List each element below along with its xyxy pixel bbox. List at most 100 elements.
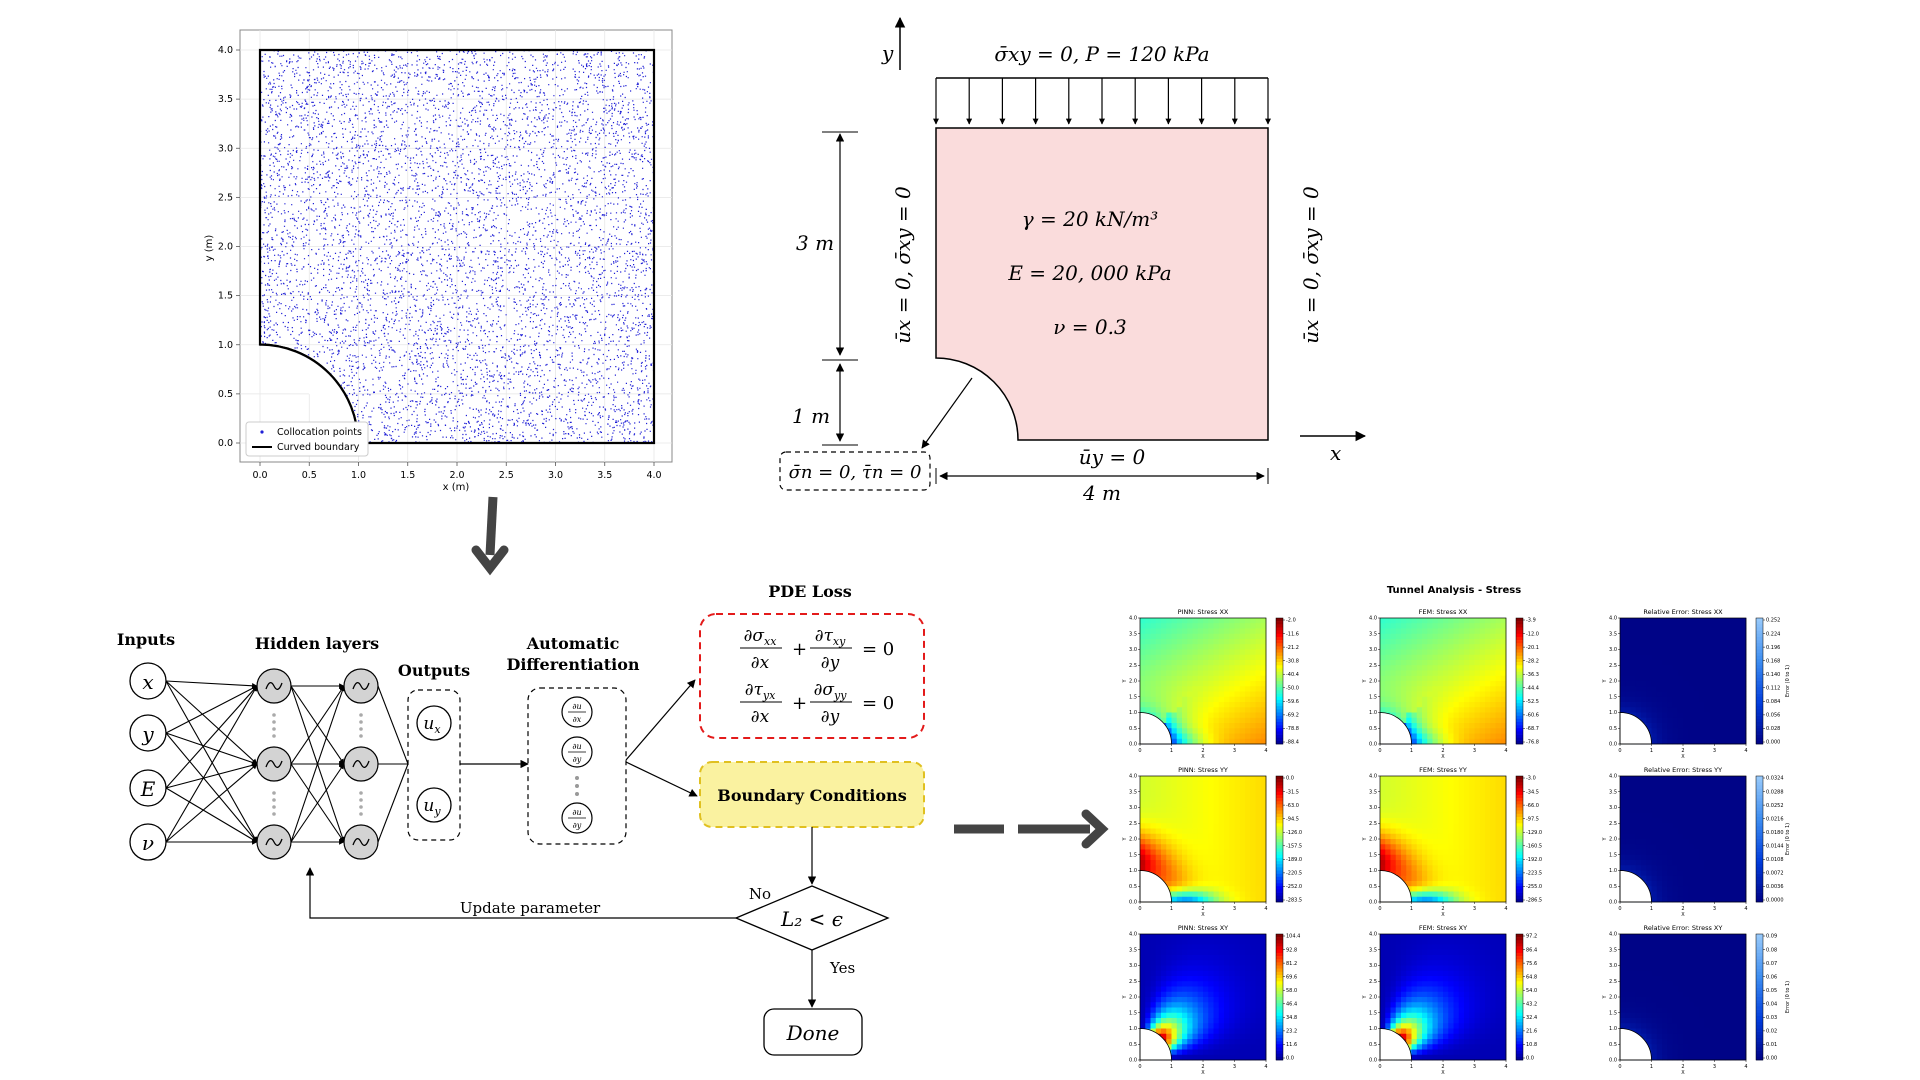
heatmap-cell [1432, 791, 1439, 798]
heatmap-cell [1239, 965, 1246, 972]
legend-collocation: Collocation points [277, 427, 362, 438]
heatmap-cell [1630, 854, 1637, 861]
heatmap-cell [1255, 649, 1262, 656]
heatmap-cell [1224, 1039, 1230, 1045]
heatmap-cell [1218, 991, 1225, 998]
heatmap-cell [1203, 1049, 1209, 1056]
input-label-y: y [141, 722, 154, 746]
colorbar-step [1276, 655, 1283, 660]
heatmap-cell [1427, 896, 1433, 903]
heatmap-cell [1677, 654, 1684, 661]
heatmap-cell [1395, 712, 1402, 719]
colorbar-step [1516, 658, 1523, 663]
heatmap-cell [1474, 844, 1481, 850]
heatmap-cell [1197, 833, 1204, 840]
heatmap-cell [1677, 854, 1684, 861]
eq1-num-b-sub: xy [833, 635, 846, 648]
heatmap-cell [1401, 691, 1407, 698]
colorbar-step [1276, 971, 1283, 976]
heatmap-cell [1380, 949, 1386, 956]
heatmap-cell [1646, 860, 1652, 866]
heatmap-cell [1182, 781, 1188, 787]
colorbar-step [1276, 816, 1283, 821]
heatmap-cell [1140, 654, 1146, 661]
heatmap-cell [1176, 1028, 1183, 1035]
heatmap-cell [1704, 881, 1710, 887]
heatmap-cell [1395, 623, 1402, 629]
heatmap-cell [1672, 891, 1679, 898]
heatmap-cell [1479, 802, 1486, 808]
heatmap-cell [1171, 828, 1178, 835]
heatmap-cell [1714, 891, 1721, 898]
heatmap-cell [1250, 1002, 1256, 1008]
heatmap-cell [1667, 802, 1673, 808]
colorbar-step [1516, 854, 1523, 859]
heatmap-cell [1239, 723, 1246, 729]
heatmap-cell [1239, 1023, 1246, 1029]
heatmap-cell [1709, 781, 1715, 787]
heatmap-cell [1474, 891, 1481, 898]
heatmap-cell [1229, 644, 1235, 650]
heatmap-cell [1677, 791, 1684, 798]
heatmap-cell [1453, 828, 1460, 835]
heatmap-cell [1161, 776, 1167, 782]
heatmap-cell [1260, 939, 1267, 945]
heatmap-cell [1672, 875, 1679, 882]
heatmap-cell [1213, 654, 1220, 661]
heatmap-cell [1443, 660, 1449, 666]
heatmap-cell [1171, 628, 1178, 635]
heatmap-cell [1479, 696, 1486, 703]
heatmap-cell [1719, 860, 1726, 866]
heatmap-cell [1411, 828, 1418, 835]
heatmap-cell [1625, 823, 1631, 829]
heatmap-cell [1187, 1054, 1193, 1061]
heatmap-cell [1390, 681, 1397, 687]
heatmap-cell [1432, 728, 1439, 734]
heatmap-cell [1166, 1023, 1172, 1029]
heatmap-cell [1688, 644, 1694, 650]
heatmap-cell [1646, 675, 1652, 682]
heatmap-cell [1150, 939, 1157, 945]
heatmap-cell [1255, 665, 1262, 671]
heatmap-cell [1714, 844, 1721, 850]
heatmap-cell [1140, 681, 1146, 687]
colorbar-step [1756, 652, 1763, 657]
heatmap-cell [1245, 686, 1251, 692]
heatmap-cell [1171, 649, 1178, 656]
heatmap-cell [1187, 1002, 1193, 1008]
heatmap-cell [1464, 860, 1470, 866]
heatmap-cell [1683, 812, 1689, 819]
heatmap-cell [1651, 791, 1658, 798]
output-node-ux [416, 705, 452, 741]
heatmap-cell [1458, 812, 1465, 819]
heatmap-cell [1239, 970, 1246, 977]
heatmap-cell [1234, 654, 1241, 661]
heatmap-cell [1714, 733, 1721, 740]
heatmap-cell [1469, 733, 1475, 740]
colorbar-tick-label: -126.0 [1286, 830, 1302, 836]
heatmap-cell [1662, 691, 1668, 698]
heatmap-cell [1140, 828, 1146, 835]
heatmap-cell [1239, 828, 1246, 835]
heatmap-cell [1448, 644, 1454, 650]
heatmap-cell [1495, 896, 1502, 903]
heatmap-cell [1166, 623, 1172, 629]
heatmap-cell [1709, 833, 1715, 840]
heatmap-cell [1224, 691, 1230, 698]
heatmap-cell [1161, 781, 1167, 787]
heatmap-cell [1213, 875, 1220, 882]
heatmap-cell [1453, 670, 1460, 677]
heatmap-cell [1213, 823, 1220, 829]
heatmap-cell [1427, 865, 1433, 871]
heatmap-cell [1437, 797, 1444, 803]
heatmap-cell [1203, 707, 1209, 713]
heatmap-cell [1245, 1002, 1251, 1008]
heatmap-cell [1495, 649, 1502, 656]
heatmap-cell [1437, 738, 1444, 745]
heatmap-cell [1709, 691, 1715, 698]
heatmap-cell [1229, 934, 1235, 940]
heatmap-cell [1239, 644, 1246, 650]
heatmap-cell [1725, 639, 1731, 645]
heatmap-cell [1176, 712, 1183, 719]
heatmap-cell [1406, 849, 1412, 856]
